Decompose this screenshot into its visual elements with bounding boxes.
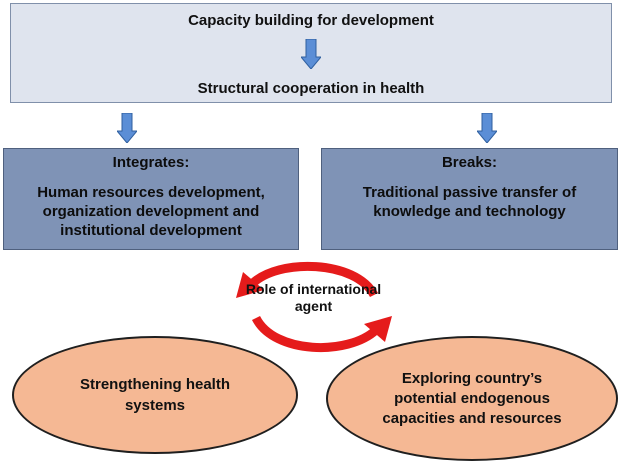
exploring-text: Exploring country’s potential endogenous… xyxy=(382,369,562,427)
cycle-arrows-icon xyxy=(236,261,392,353)
integrates-body: Human resources development, organizatio… xyxy=(37,184,265,239)
down-arrow-icon xyxy=(301,39,321,69)
strengthening-ellipse: Strengthening health systems xyxy=(12,336,298,454)
breaks-body: Traditional passive transfer of knowledg… xyxy=(362,184,577,220)
top-box: Capacity building for development Struct… xyxy=(10,3,612,103)
strengthening-text: Strengthening health systems xyxy=(80,376,230,414)
breaks-box: Breaks: Traditional passive transfer of … xyxy=(321,148,618,250)
top-subtitle: Structural cooperation in health xyxy=(197,80,425,97)
top-title: Capacity building for development xyxy=(188,12,434,29)
integrates-heading: Integrates: xyxy=(112,154,190,171)
cycle-label: Role of international agent xyxy=(245,281,382,314)
integrates-box: Integrates: Human resources development,… xyxy=(3,148,299,250)
down-arrow-icon xyxy=(117,113,137,143)
exploring-ellipse: Exploring country’s potential endogenous… xyxy=(326,336,618,461)
breaks-heading: Breaks: xyxy=(441,154,498,171)
down-arrow-icon xyxy=(477,113,497,143)
